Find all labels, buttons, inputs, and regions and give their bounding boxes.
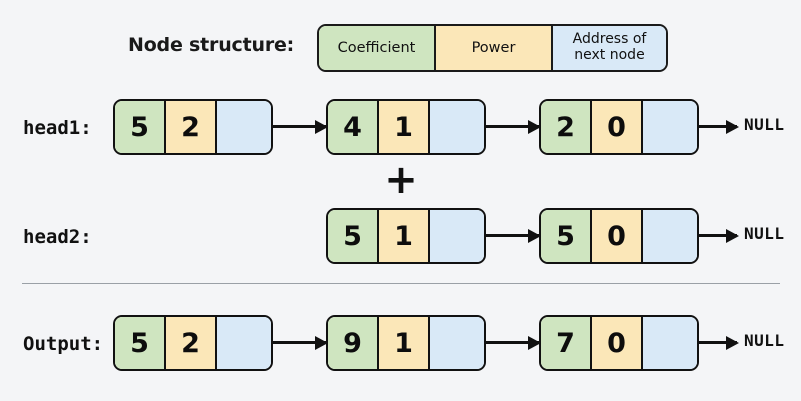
node-next-pointer	[217, 101, 271, 153]
node-coefficient: 5	[541, 210, 592, 262]
legend-power-cell: Power	[436, 26, 553, 70]
list-row-output: Output: 5 2 9 1 7 0 NULL	[0, 315, 801, 375]
node: 7 0	[539, 315, 699, 371]
node-coefficient: 7	[541, 317, 592, 369]
list-label-head2: head2:	[23, 226, 92, 248]
node: 5 1	[326, 208, 486, 264]
list-row-head2: head2: 5 1 5 0 NULL	[0, 208, 801, 268]
section-divider	[22, 283, 780, 284]
node-power: 1	[379, 101, 430, 153]
node-power: 0	[592, 317, 643, 369]
legend-address-line1: Address of	[572, 31, 647, 48]
node-power: 1	[379, 317, 430, 369]
node-power: 2	[166, 101, 217, 153]
node-power: 2	[166, 317, 217, 369]
node-structure-label: Node structure:	[128, 34, 295, 56]
node-power: 0	[592, 210, 643, 262]
node-next-pointer	[643, 317, 697, 369]
node-next-pointer	[643, 101, 697, 153]
node-next-pointer	[217, 317, 271, 369]
null-arrow	[699, 228, 739, 243]
legend-coefficient-cell: Coefficient	[319, 26, 436, 70]
node: 2 0	[539, 99, 699, 155]
legend-address-cell: Address of next node	[553, 26, 666, 70]
plus-operator: +	[384, 157, 418, 203]
null-terminator: NULL	[744, 224, 785, 243]
null-arrow	[699, 119, 739, 134]
pointer-arrow	[486, 119, 541, 134]
pointer-arrow	[273, 119, 328, 134]
node-next-pointer	[643, 210, 697, 262]
pointer-arrow	[486, 335, 541, 350]
node-structure-legend: Coefficient Power Address of next node	[317, 24, 668, 72]
node: 4 1	[326, 99, 486, 155]
legend-address-line2: next node	[574, 47, 645, 63]
node-next-pointer	[430, 101, 484, 153]
node-coefficient: 5	[115, 317, 166, 369]
node-coefficient: 5	[328, 210, 379, 262]
node: 5 2	[113, 99, 273, 155]
list-label-output: Output:	[23, 333, 104, 355]
node-coefficient: 4	[328, 101, 379, 153]
pointer-arrow	[273, 335, 328, 350]
null-terminator: NULL	[744, 115, 785, 134]
pointer-arrow	[486, 228, 541, 243]
node: 5 2	[113, 315, 273, 371]
node-power: 1	[379, 210, 430, 262]
null-terminator: NULL	[744, 331, 785, 350]
null-arrow	[699, 335, 739, 350]
node-next-pointer	[430, 210, 484, 262]
node-next-pointer	[430, 317, 484, 369]
node: 9 1	[326, 315, 486, 371]
node-coefficient: 5	[115, 101, 166, 153]
list-row-head1: head1: 5 2 4 1 2 0 NULL	[0, 99, 801, 159]
node: 5 0	[539, 208, 699, 264]
node-coefficient: 9	[328, 317, 379, 369]
node-coefficient: 2	[541, 101, 592, 153]
list-label-head1: head1:	[23, 117, 92, 139]
node-power: 0	[592, 101, 643, 153]
